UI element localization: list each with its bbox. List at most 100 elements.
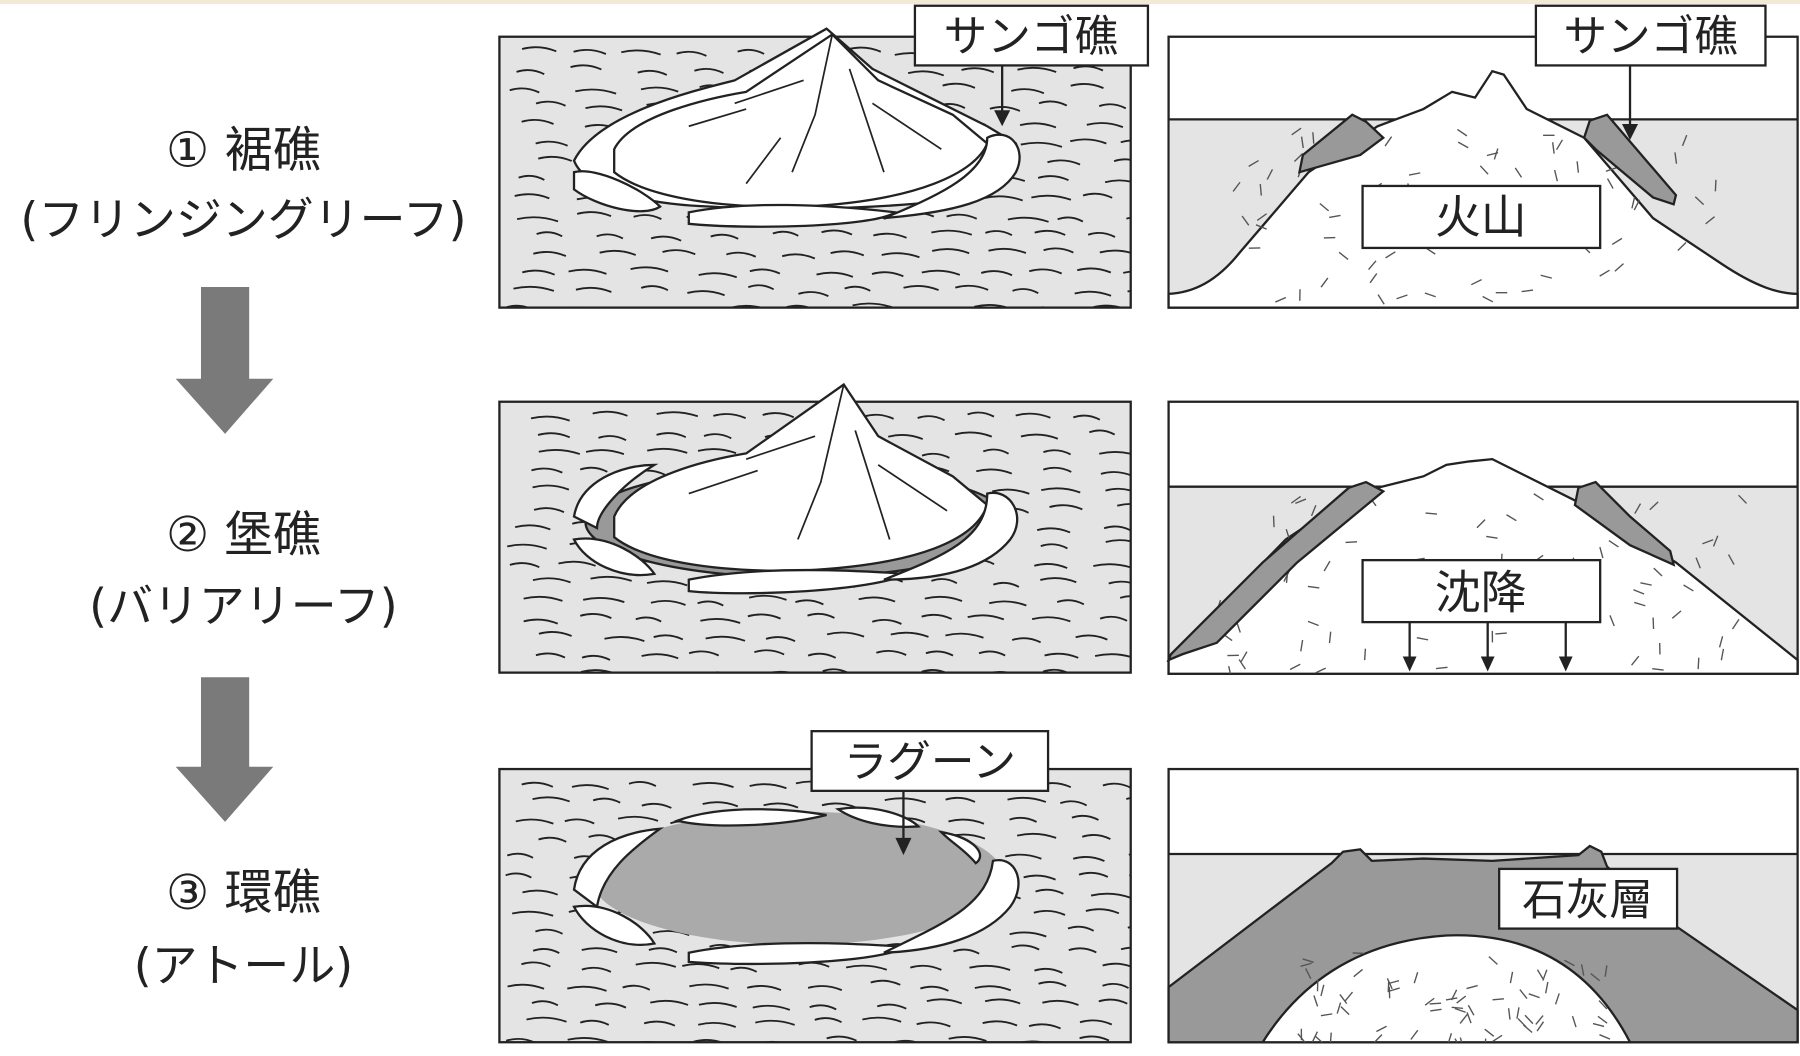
water-stroke (532, 796, 570, 803)
water-stroke (538, 630, 572, 637)
rock-speckle (1554, 993, 1560, 1005)
rock-speckle (1634, 601, 1646, 607)
water-stroke (585, 105, 623, 112)
rock-speckle (1388, 987, 1400, 992)
water-stroke (650, 599, 686, 606)
rock-speckle (1492, 1034, 1503, 1043)
water-stroke (1081, 834, 1111, 840)
water-stroke (1087, 231, 1116, 238)
water-stroke (604, 636, 645, 642)
rock-speckle (1310, 505, 1317, 517)
water-stroke (1094, 653, 1131, 658)
water-stroke (1047, 159, 1081, 166)
water-stroke (533, 251, 567, 257)
water-stroke (1020, 141, 1063, 148)
water-stroke (1102, 962, 1131, 968)
water-stroke (1082, 192, 1113, 199)
rock-speckle (1652, 668, 1664, 671)
water-stroke (523, 618, 559, 625)
water-stroke (630, 266, 669, 273)
water-stroke (1028, 1023, 1061, 1030)
water-stroke (505, 1037, 537, 1043)
rock-speckle (1516, 1007, 1520, 1019)
water-stroke (1120, 139, 1131, 144)
rock-speckle (1451, 1006, 1464, 1010)
rock-speckle (1436, 666, 1448, 670)
water-stroke (573, 48, 607, 55)
water-stroke (535, 928, 563, 935)
rock-speckle (1466, 984, 1478, 990)
water-stroke (646, 580, 688, 587)
water-stroke (931, 578, 958, 584)
stage-2-title: ② 堡礁 (166, 507, 321, 563)
water-stroke (748, 594, 787, 601)
water-stroke (522, 269, 555, 276)
rock-speckle (1712, 535, 1719, 547)
water-stroke (533, 507, 565, 514)
water-stroke (982, 448, 1010, 455)
water-stroke (581, 654, 611, 661)
rock-speckle (1533, 493, 1544, 501)
water-stroke (628, 780, 657, 787)
water-stroke (948, 1036, 987, 1042)
water-stroke (747, 613, 781, 620)
water-stroke (1034, 563, 1068, 569)
water-stroke (592, 797, 621, 804)
water-stroke (916, 1021, 951, 1028)
water-stroke (1117, 502, 1131, 507)
rock-speckle (1429, 1002, 1442, 1005)
water-stroke (1073, 414, 1101, 421)
water-stroke (967, 614, 1005, 621)
water-stroke (954, 431, 993, 438)
coral-reef-label: サンゴ礁 (1563, 13, 1737, 63)
rock-speckle (1385, 251, 1396, 259)
water-stroke (1011, 944, 1040, 951)
rock-speckle (1297, 1033, 1306, 1043)
water-stroke (662, 249, 696, 256)
water-stroke (641, 802, 672, 809)
rock-speckle (1640, 582, 1652, 586)
water-stroke (635, 616, 662, 623)
water-stroke (697, 1021, 737, 1028)
water-stroke (521, 118, 554, 125)
water-stroke (637, 69, 668, 76)
water-stroke (518, 174, 545, 181)
water-stroke (816, 271, 854, 278)
water-stroke (581, 966, 612, 973)
water-stroke (1016, 1040, 1048, 1043)
water-stroke (1093, 563, 1131, 569)
rock-speckle (1319, 202, 1330, 212)
rock-speckle (1571, 1015, 1577, 1028)
water-stroke (1042, 999, 1079, 1006)
water-stroke (1034, 229, 1066, 236)
water-stroke (646, 447, 688, 454)
water-stroke (982, 1020, 1018, 1027)
water-stroke (511, 910, 554, 917)
water-stroke (814, 1017, 842, 1024)
rock-speckle (1339, 994, 1348, 1005)
water-stroke (809, 1004, 837, 1011)
water-stroke (570, 64, 602, 71)
water-stroke (505, 872, 532, 879)
water-stroke (906, 309, 936, 313)
rock-speckle (1720, 648, 1725, 661)
water-stroke (538, 449, 581, 455)
water-stroke (925, 650, 954, 657)
rock-speckle (1232, 181, 1241, 192)
water-stroke (705, 635, 746, 642)
arrowhead-icon (1480, 656, 1495, 672)
water-stroke (575, 286, 612, 293)
lagoon-label: ラグーン (844, 738, 1016, 788)
rock-speckle (1457, 128, 1468, 137)
water-stroke (845, 964, 888, 971)
water-stroke (1060, 800, 1088, 807)
water-stroke (532, 577, 571, 584)
water-stroke (765, 636, 796, 643)
water-stroke (903, 285, 939, 291)
water-stroke (1085, 908, 1120, 915)
water-stroke (641, 653, 679, 660)
rock-speckle (1674, 152, 1678, 164)
rock-speckle (1714, 179, 1717, 192)
rock-speckle (1430, 1008, 1442, 1012)
water-stroke (692, 782, 734, 788)
